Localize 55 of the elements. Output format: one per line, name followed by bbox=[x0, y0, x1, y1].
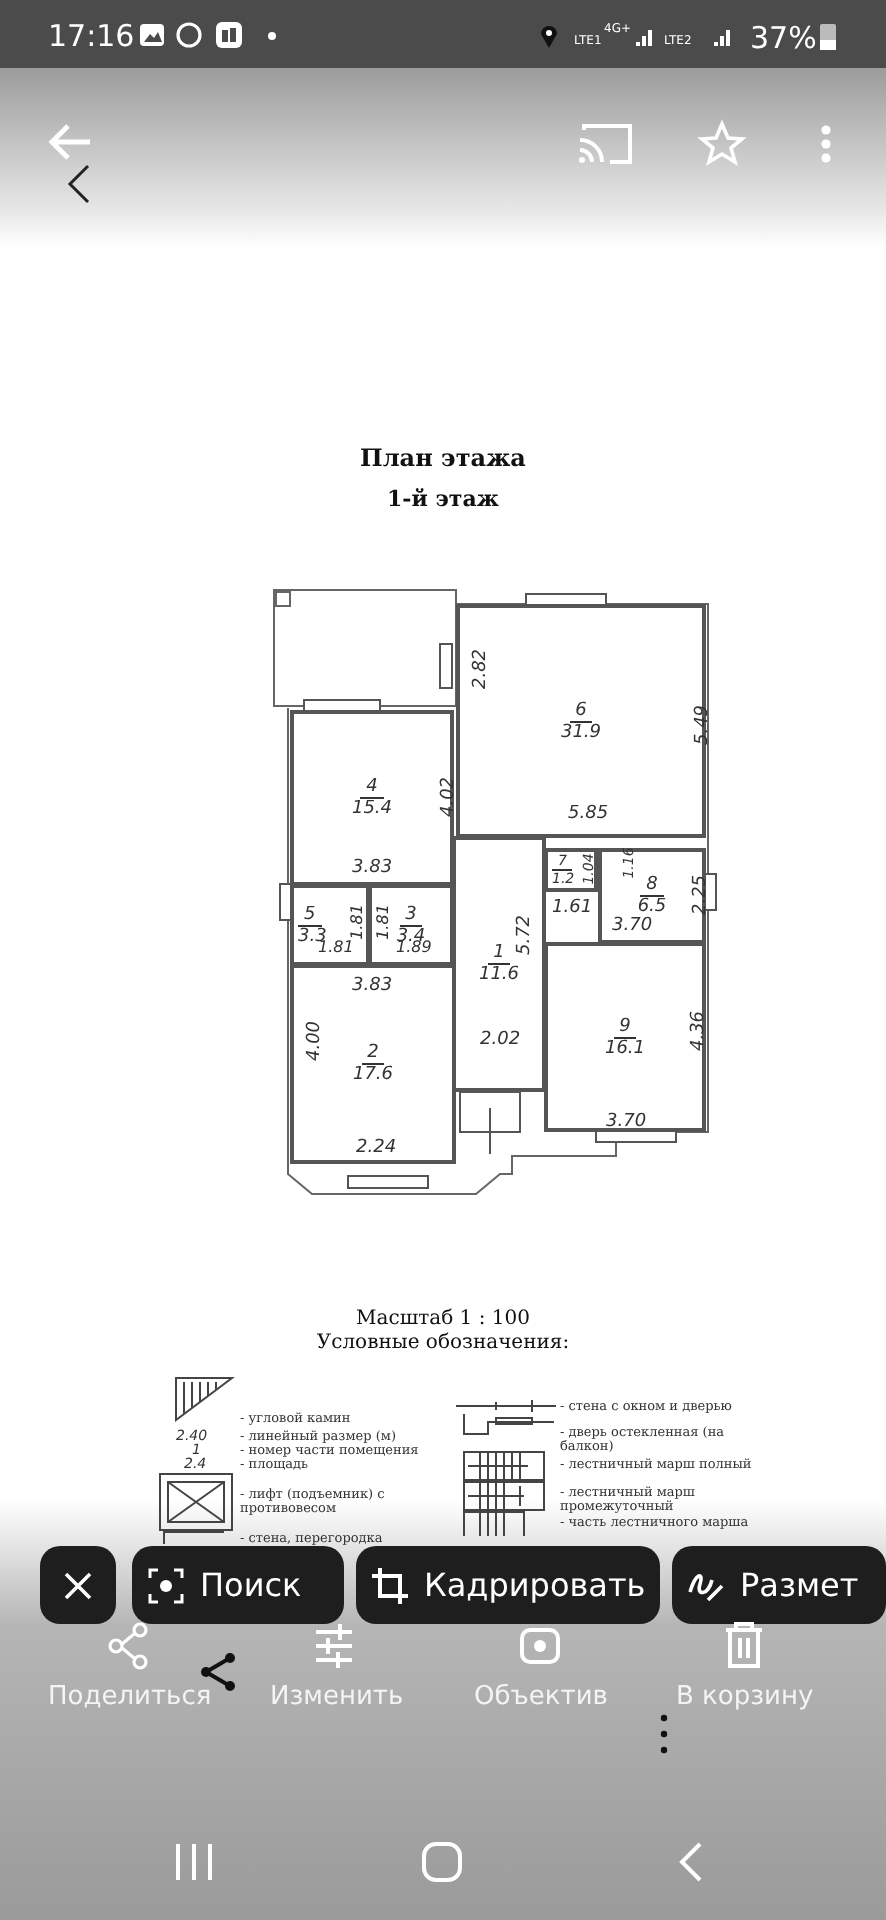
dimension-value: 2.24 bbox=[356, 1140, 397, 1158]
room-area: 15.4 bbox=[351, 799, 393, 819]
dimension-value: 3.70 bbox=[612, 918, 653, 936]
room-area: 16.1 bbox=[604, 1038, 646, 1058]
lens-button: Объектив bbox=[474, 1624, 608, 1712]
share-button: Поделиться bbox=[48, 1624, 212, 1712]
room-outline bbox=[368, 884, 454, 966]
room-outline bbox=[598, 848, 706, 944]
room-number: 4 bbox=[360, 777, 384, 799]
hall-room-outline bbox=[452, 836, 546, 1092]
room-outline bbox=[544, 942, 706, 1132]
delete-button: В корзину bbox=[676, 1624, 814, 1712]
room-number: 2 bbox=[361, 1043, 385, 1065]
room-area: 3.3 bbox=[298, 926, 327, 946]
room-area: 6.5 bbox=[637, 897, 667, 917]
dimension-value: 4.00 bbox=[307, 1020, 326, 1062]
dimension-value: 1.61 bbox=[552, 900, 593, 918]
legend-heading: Условные обозначения: bbox=[314, 1334, 572, 1354]
floor-name: 1-й этаж bbox=[385, 488, 501, 510]
dimension-value: 5.72 bbox=[517, 914, 536, 956]
scale-label: Масштаб 1 : 100 bbox=[354, 1310, 532, 1330]
room-area: 17.6 bbox=[352, 1065, 394, 1085]
plan-title: План этажа bbox=[358, 444, 528, 472]
room-number: 5 bbox=[298, 904, 322, 926]
battery-level: 37% bbox=[750, 24, 817, 54]
dimension-value: 1.81 bbox=[375, 904, 392, 940]
room-number: 6 bbox=[569, 700, 593, 722]
room-number: 1 bbox=[487, 943, 511, 965]
dimension-value: 1.81 bbox=[318, 940, 354, 956]
room-area: 31.9 bbox=[560, 722, 602, 742]
room-number: 8 bbox=[640, 875, 664, 897]
dimension-value: 5.85 bbox=[568, 806, 609, 824]
dimension-value: 3.83 bbox=[352, 978, 393, 996]
dimension-value: 2.82 bbox=[473, 648, 492, 690]
room-number: 3 bbox=[399, 904, 423, 926]
dimension-value: 2.02 bbox=[480, 1032, 521, 1050]
room-number: 9 bbox=[613, 1016, 637, 1038]
dimension-value: 4.36 bbox=[691, 1010, 710, 1052]
dimension-value: 3.83 bbox=[352, 860, 393, 878]
crop-button: Кадрировать bbox=[356, 1546, 660, 1624]
dimension-value: 2.25 bbox=[693, 874, 712, 916]
dimension-value: 1.81 bbox=[349, 904, 366, 940]
dimension-value: 3.70 bbox=[606, 1114, 647, 1132]
search-button: Поиск bbox=[132, 1546, 344, 1624]
room-outline bbox=[456, 604, 706, 838]
room-outline bbox=[290, 964, 456, 1164]
dimension-value: 4.02 bbox=[441, 776, 460, 818]
edit-button: Изменить bbox=[270, 1624, 404, 1712]
room-outline bbox=[290, 884, 370, 966]
status-time: 17:16 bbox=[48, 22, 135, 52]
markup-button: Размет bbox=[672, 1546, 886, 1624]
dimension-value: 5.49 bbox=[695, 704, 714, 746]
room-outline bbox=[290, 710, 454, 886]
room-area: 11.6 bbox=[478, 965, 520, 985]
room-outline bbox=[544, 848, 598, 892]
